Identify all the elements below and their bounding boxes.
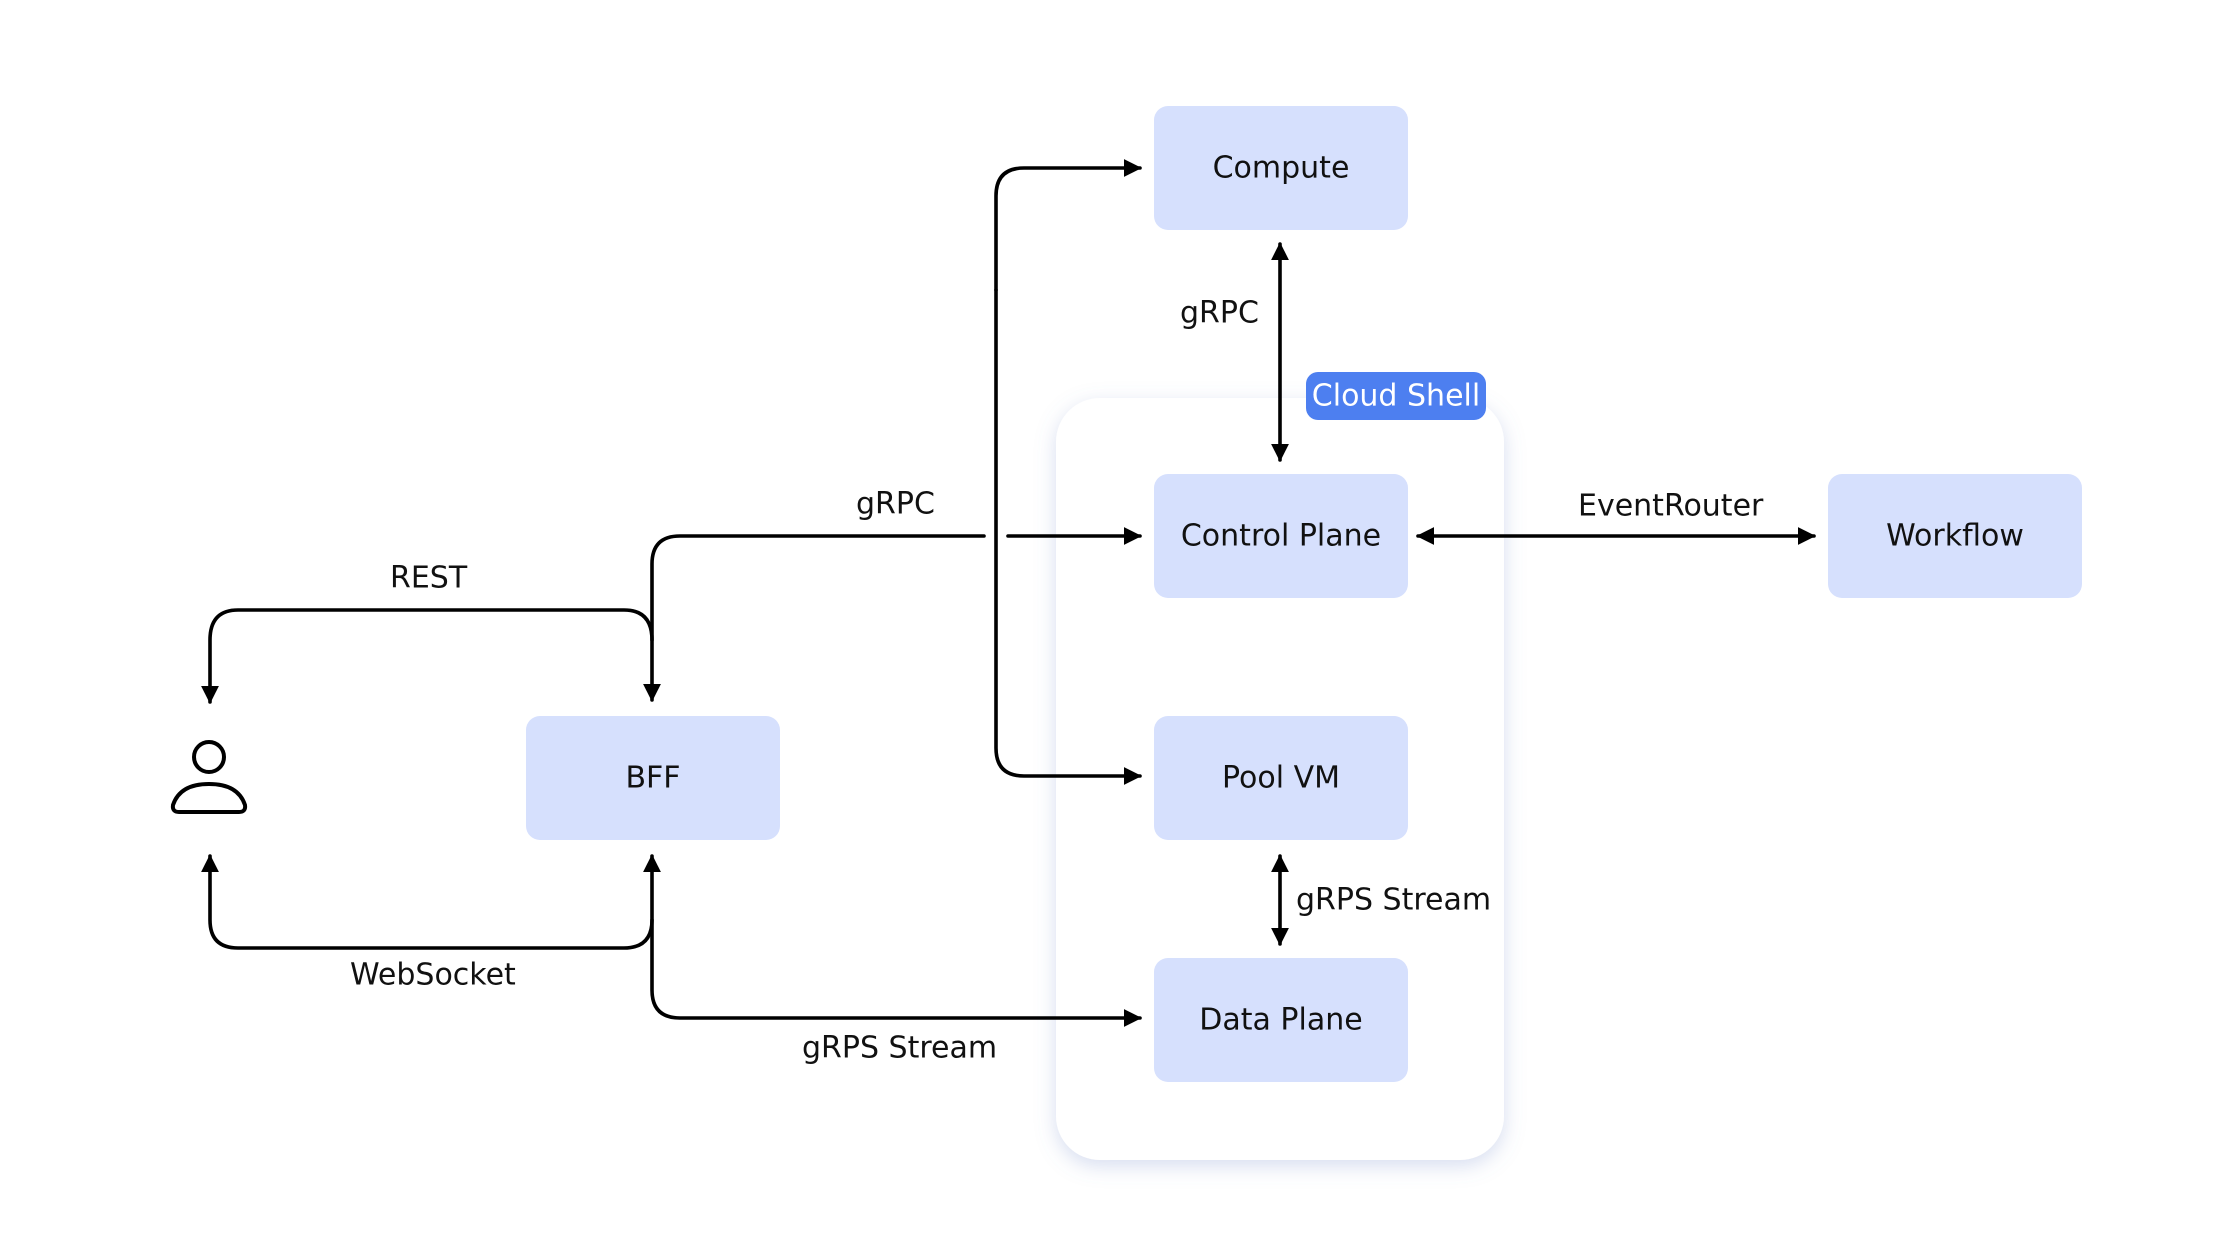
connector-bff-data-plane [643, 854, 1142, 1027]
cloud-shell-badge [1306, 372, 1486, 420]
label-rest: REST [390, 561, 468, 596]
node-compute: Compute [1154, 106, 1408, 230]
node-bff: BFF [526, 716, 780, 840]
node-data-plane-box [1154, 958, 1408, 1082]
node-workflow-box [1828, 474, 2082, 598]
node-bff-box [526, 716, 780, 840]
node-pool-vm-label: Pool VM [1222, 761, 1340, 796]
node-pool-vm: Pool VM [1154, 716, 1408, 840]
connectors [201, 159, 1816, 1027]
label-compute-control-plane: gRPC [1180, 296, 1259, 331]
node-compute-box [1154, 106, 1408, 230]
user-icon [170, 740, 248, 814]
node-workflow: Workflow [1828, 474, 2082, 598]
node-compute-label: Compute [1213, 151, 1350, 186]
connector-bff-compute [994, 159, 1142, 292]
label-control-plane-workflow: EventRouter [1578, 489, 1764, 524]
connector-bff-pool-vm [994, 288, 1142, 785]
label-websocket: WebSocket [350, 958, 516, 993]
node-control-plane-label: Control Plane [1181, 519, 1381, 554]
label-bff-data-plane: gRPS Stream [802, 1031, 997, 1066]
node-control-plane: Control Plane [1154, 474, 1408, 598]
node-bff-label: BFF [625, 761, 680, 796]
cloud-shell-label: Cloud Shell [1312, 379, 1480, 414]
connector-bff-control-left [643, 534, 986, 702]
connector-bff-user-websocket [201, 854, 654, 950]
node-data-plane-label: Data Plane [1199, 1003, 1362, 1038]
label-bff-control-plane: gRPC [856, 487, 935, 522]
node-data-plane: Data Plane [1154, 958, 1408, 1082]
label-pool-vm-data-plane: gRPS Stream [1296, 883, 1491, 918]
node-control-plane-box [1154, 474, 1408, 598]
node-pool-vm-box [1154, 716, 1408, 840]
node-workflow-label: Workflow [1886, 519, 2024, 554]
connector-bff-user-rest [201, 608, 654, 704]
